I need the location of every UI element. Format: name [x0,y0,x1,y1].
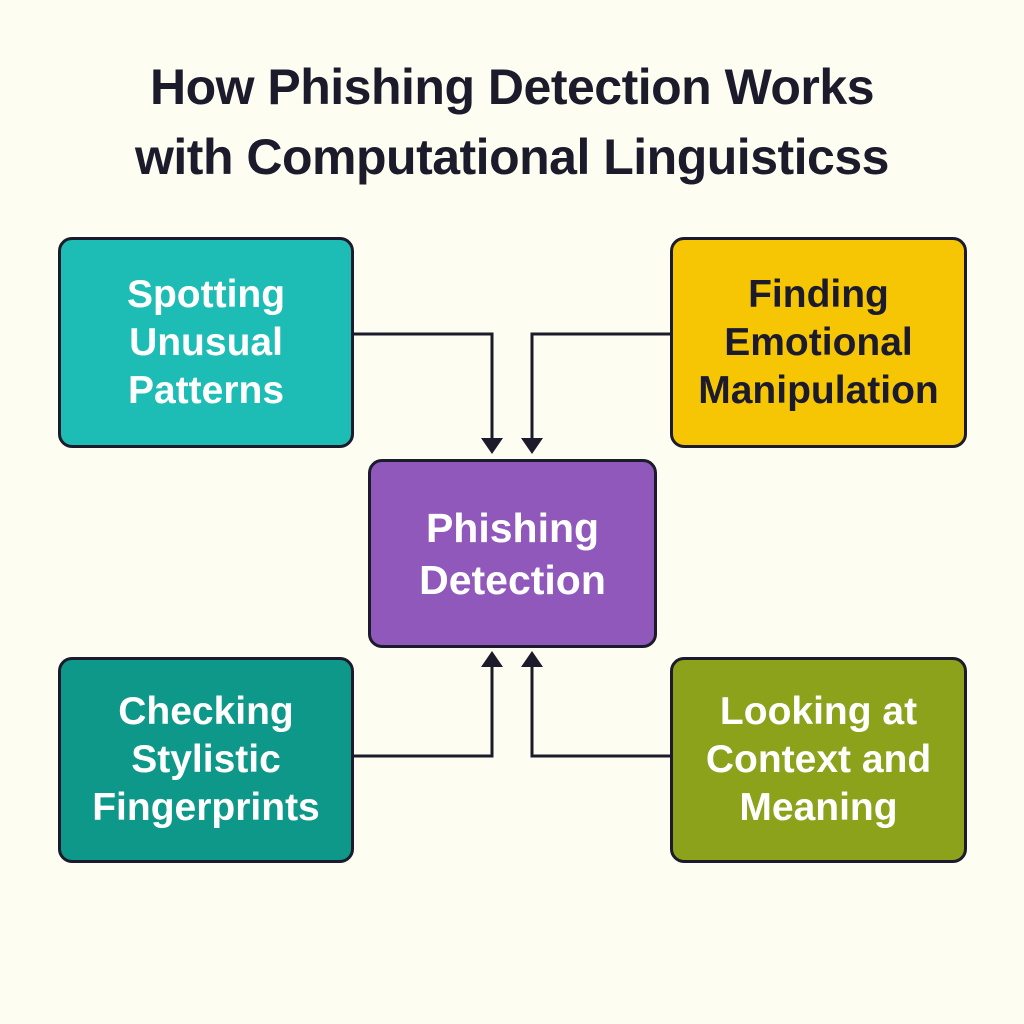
node-finding-emotional-manipulation: Finding Emotional Manipulation [670,237,967,448]
arrowhead-looking [521,651,543,667]
node-spotting-line-3: Patterns [127,368,285,412]
node-finding-line-3: Manipulation [698,368,939,412]
node-looking-line-1: Looking at [719,690,918,733]
arrowhead-spotting [481,438,503,454]
node-looking-line-3: Meaning [739,786,898,829]
node-looking-at-context-and-meaning: Looking at Context and Meaning [670,657,967,863]
node-center-line-1: Phishing [425,504,600,551]
node-finding-line-2: Emotional [724,320,913,364]
node-checking-line-3: Fingerprints [92,786,320,829]
node-checking-stylistic-fingerprints: Checking Stylistic Fingerprints [58,657,354,863]
arrowhead-checking [481,651,503,667]
node-looking-line-2: Context and [705,738,932,781]
edge-checking-to-center [354,664,494,758]
node-spotting-line-2: Unusual [129,320,283,364]
node-phishing-detection: Phishing Detection [368,459,657,648]
node-checking-line-1: Checking [118,690,294,733]
edge-finding-to-center [530,332,670,441]
node-spotting-unusual-patterns: Spotting Unusual Patterns [58,237,354,448]
node-center-line-2: Detection [419,556,606,603]
edge-spotting-to-center [354,332,494,441]
node-finding-line-1: Finding [748,272,889,316]
diagram-title-line-1: How Phishing Detection Works [149,59,875,115]
edge-looking-to-center [530,664,670,758]
diagram-title: How Phishing Detection Works with Comput… [0,52,1024,192]
node-checking-line-2: Stylistic [131,738,281,781]
arrowhead-finding [521,438,543,454]
node-spotting-line-1: Spotting [126,272,286,316]
diagram-title-line-2: with Computational Linguisticss [135,129,889,185]
